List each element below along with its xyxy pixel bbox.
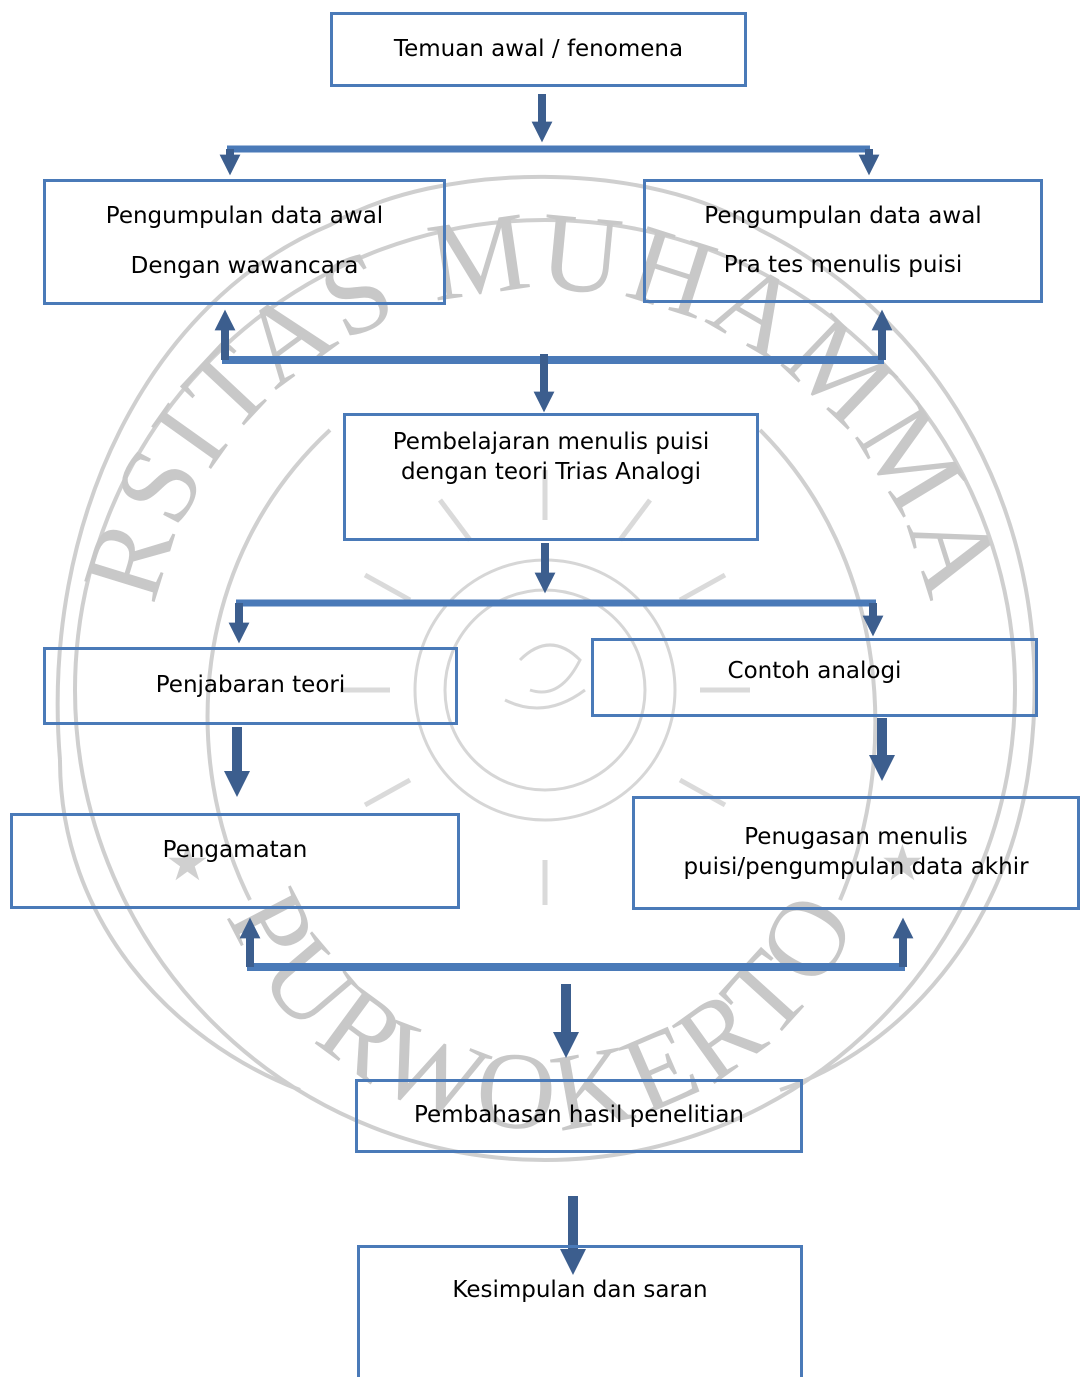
box-pengumpulan-wawancara-title: Pengumpulan data awal [105, 203, 384, 230]
box-pengumpulan-wawancara-subtitle: Dengan wawancara [130, 253, 359, 280]
box-pengamatan: Pengamatan [10, 813, 460, 909]
box-pembahasan: Pembahasan hasil penelitian [355, 1079, 803, 1153]
box-pembahasan-label: Pembahasan hasil penelitian [413, 1102, 745, 1129]
box-penugasan-line1: Penugasan menulis [744, 824, 968, 851]
box-contoh-label: Contoh analogi [727, 658, 902, 684]
box-pengumpulan-pratest-subtitle: Pra tes menulis puisi [723, 251, 963, 278]
box-kesimpulan: Kesimpulan dan saran [357, 1245, 803, 1377]
box-pengumpulan-pratest-title: Pengumpulan data awal [704, 202, 982, 229]
box-penjabaran-label: Penjabaran teori [155, 672, 346, 699]
box-penugasan-line2: puisi/pengumpulan data akhir [683, 854, 1029, 880]
box-penugasan: Penugasan menulis puisi/pengumpulan data… [632, 796, 1080, 910]
box-temuan-awal-label: Temuan awal / fenomena [393, 35, 684, 62]
box-pembelajaran: Pembelajaran menulis puisi dengan teori … [343, 413, 759, 541]
box-pembelajaran-line2: dengan teori Trias Analogi [400, 458, 702, 485]
box-contoh-analogi: Contoh analogi [591, 638, 1038, 717]
box-pengumpulan-data-wawancara: Pengumpulan data awal Dengan wawancara [43, 179, 446, 305]
box-penjabaran-teori: Penjabaran teori [43, 647, 458, 725]
box-pembelajaran-line1: Pembelajaran menulis puisi [392, 429, 710, 455]
box-pengumpulan-data-pratest: Pengumpulan data awal Pra tes menulis pu… [643, 179, 1043, 303]
box-kesimpulan-label: Kesimpulan dan saran [452, 1277, 708, 1303]
box-pengamatan-label: Pengamatan [162, 837, 308, 863]
box-temuan-awal: Temuan awal / fenomena [330, 12, 747, 87]
